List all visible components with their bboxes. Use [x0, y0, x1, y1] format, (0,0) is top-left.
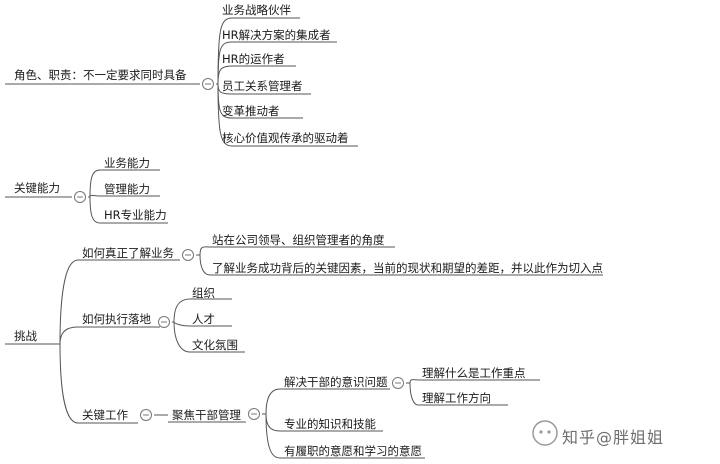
- watermark-text: 知乎@胖姐姐: [562, 428, 665, 447]
- watermark-logo-icon: [532, 420, 558, 446]
- node-understand[interactable]: 如何真正了解业务: [82, 246, 174, 260]
- node-understand-item[interactable]: 了解业务成功背后的关键因素，当前的现状和期望的差距，并以此作为切入点: [212, 261, 603, 275]
- node-focus-item[interactable]: 有履职的意愿和学习的意愿: [284, 444, 422, 458]
- node-awareness[interactable]: 解决干部的意识问题: [284, 375, 388, 389]
- node-role-item[interactable]: 变革推动者: [222, 104, 280, 118]
- node-keywork[interactable]: 关键工作: [82, 408, 128, 422]
- node-focus[interactable]: 聚焦干部管理: [172, 408, 241, 422]
- node-awareness-item[interactable]: 理解工作方向: [422, 391, 491, 405]
- node-ability-item[interactable]: 管理能力: [104, 182, 150, 196]
- node-roles[interactable]: 角色、职责：不一定要求同时具备: [14, 68, 187, 82]
- node-understand-item[interactable]: 站在公司领导、组织管理者的角度: [212, 233, 385, 247]
- node-execute[interactable]: 如何执行落地: [82, 312, 151, 326]
- node-abilities[interactable]: 关键能力: [14, 181, 60, 195]
- node-role-item[interactable]: 核心价值观传承的驱动着: [222, 131, 349, 145]
- node-execute-item[interactable]: 组织: [192, 286, 215, 300]
- node-execute-item[interactable]: 文化氛围: [192, 338, 238, 352]
- node-focus-item[interactable]: 专业的知识和技能: [284, 417, 376, 431]
- node-role-item[interactable]: HR解决方案的集成者: [222, 28, 331, 42]
- node-role-item[interactable]: 业务战略伙伴: [222, 3, 291, 17]
- node-role-item[interactable]: HR的运作者: [222, 52, 285, 66]
- node-ability-item[interactable]: 业务能力: [104, 156, 150, 170]
- node-awareness-item[interactable]: 理解什么是工作重点: [422, 366, 526, 380]
- node-ability-item[interactable]: HR专业能力: [104, 208, 167, 222]
- node-role-item[interactable]: 员工关系管理者: [222, 79, 303, 93]
- node-challenges[interactable]: 挑战: [14, 329, 37, 343]
- node-execute-item[interactable]: 人才: [192, 312, 215, 326]
